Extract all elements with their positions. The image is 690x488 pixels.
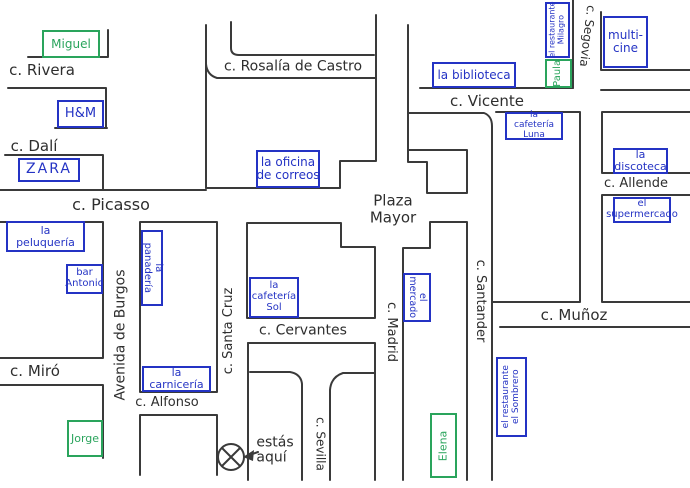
plaza-mayor-label: Plaza Mayor xyxy=(369,191,417,226)
place-box-cafeteria-sol: la cafetería Sol xyxy=(249,277,299,318)
place-box-hm: H&M xyxy=(57,100,104,128)
street-label-vicente: c. Vicente xyxy=(450,91,524,110)
place-box-mercado: el mercado xyxy=(403,273,431,322)
plaza-blocks-outline xyxy=(205,77,468,481)
place-label-carniceria: la carnicería xyxy=(149,366,204,391)
place-box-correos: la oficina de correos xyxy=(256,150,320,188)
street-label-miro: c. Miró xyxy=(10,361,60,380)
you-are-here-marker xyxy=(217,443,259,471)
burgos-blocks-outline xyxy=(139,221,218,476)
place-box-cafeteria-luna: la cafetería Luna xyxy=(505,110,563,140)
place-box-elena: Elena xyxy=(430,413,457,478)
place-label-biblioteca: la biblioteca xyxy=(437,67,511,82)
place-label-cafeteria-sol: la cafetería Sol xyxy=(251,280,297,313)
place-box-biblioteca: la biblioteca xyxy=(432,62,516,88)
rosalia-top-outline xyxy=(102,14,409,191)
place-label-miguel: Miguel xyxy=(51,36,91,51)
street-label-allende: c. Allende xyxy=(603,175,669,191)
place-box-paula: Paula xyxy=(545,59,572,88)
street-label-alfonso: c. Alfonso xyxy=(135,394,199,410)
arrow-head-icon xyxy=(243,450,254,461)
you-are-here-label: estás aquí xyxy=(256,434,294,466)
place-box-bar-antonio: bar Antonio xyxy=(65,264,104,294)
street-label-santa-cruz: c. Santa Cruz xyxy=(220,287,236,375)
street-label-cervantes: c. Cervantes xyxy=(259,322,347,339)
place-label-peluqueria: la peluquería xyxy=(16,223,75,249)
place-box-panaderia: la panadería xyxy=(141,230,164,306)
place-box-restaurante-sombrero: el restaurante el Sombrero xyxy=(496,357,527,437)
street-label-rivera: c. Rivera xyxy=(9,60,75,79)
place-label-panaderia: la panadería xyxy=(142,242,164,294)
street-label-munoz: c. Muñoz xyxy=(540,305,608,324)
place-box-restaurante-milagro: el restaurante Milagro xyxy=(545,2,570,58)
place-label-hm: H&M xyxy=(64,105,97,121)
street-label-picasso: c. Picasso xyxy=(72,195,150,215)
street-label-sevilla: c. Sevilla xyxy=(313,417,328,471)
place-label-zara: ZARA xyxy=(26,161,72,178)
street-label-santander: c. Santander xyxy=(473,259,489,343)
place-label-cafeteria-luna: la cafetería Luna xyxy=(514,110,554,140)
place-label-multicine: multi- cine xyxy=(608,28,643,55)
street-label-dali: c. Dalí xyxy=(10,136,58,155)
place-box-zara: ZARA xyxy=(18,158,80,182)
place-box-multicine: multi- cine xyxy=(603,16,648,68)
place-box-supermercado: el supermercado xyxy=(606,197,678,223)
place-label-correos: la oficina de correos xyxy=(256,155,320,182)
place-label-jorge: Jorge xyxy=(70,431,100,445)
street-label-avenida-burgos: Avenida de Burgos xyxy=(112,269,129,401)
place-label-discoteca: la discoteca xyxy=(614,148,667,173)
x-icon xyxy=(221,447,241,467)
place-label-mercado: el mercado xyxy=(407,276,429,319)
place-label-restaurante-sombrero: el restaurante el Sombrero xyxy=(500,365,521,429)
street-label-rosalia: c. Rosalía de Castro xyxy=(223,58,363,75)
place-label-elena: Elena xyxy=(436,430,450,461)
place-box-discoteca: la discoteca xyxy=(613,148,668,174)
place-box-jorge: Jorge xyxy=(67,420,103,457)
place-label-bar-antonio: bar Antonio xyxy=(65,267,104,289)
place-label-restaurante-milagro: el restaurante Milagro xyxy=(547,1,566,59)
street-label-madrid: c. Madrid xyxy=(384,301,400,363)
place-box-carniceria: la carnicería xyxy=(142,366,211,392)
place-box-peluqueria: la peluquería xyxy=(6,221,85,252)
place-label-supermercado: el supermercado xyxy=(606,198,678,220)
place-label-paula: Paula xyxy=(552,60,564,87)
place-box-miguel: Miguel xyxy=(42,30,100,58)
